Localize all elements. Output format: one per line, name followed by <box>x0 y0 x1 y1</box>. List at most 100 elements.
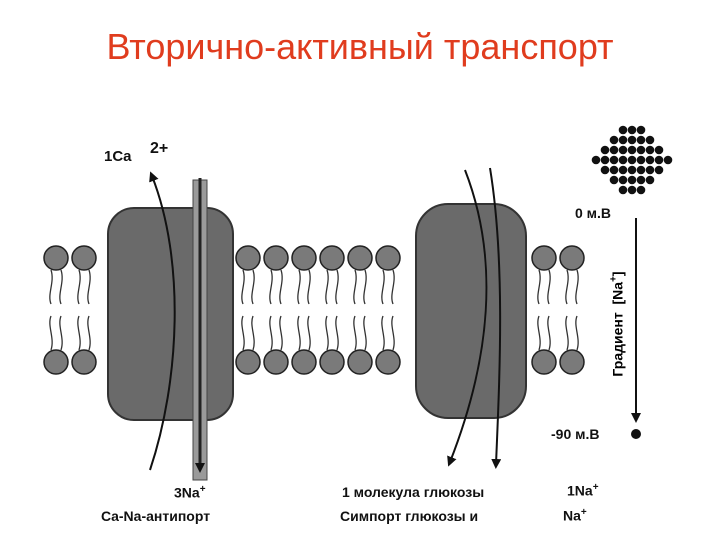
na-ion-dot <box>637 186 646 195</box>
lipid-tail <box>298 270 300 304</box>
lipid-head <box>532 350 556 374</box>
lipid-tail <box>548 316 550 350</box>
na-ion-dot <box>655 146 664 155</box>
na-ion-dot <box>646 156 655 165</box>
na-ion-dot <box>619 126 628 135</box>
lipid-head <box>292 246 316 270</box>
lipid-tail <box>392 316 394 350</box>
na-ion-dot <box>610 156 619 165</box>
gradient-label: Градиент [Na+] <box>609 271 626 376</box>
lipid-tail <box>364 316 366 350</box>
na-ion-dot <box>610 166 619 175</box>
lipid-tail <box>50 316 52 350</box>
lipid-tail <box>566 316 568 350</box>
na-ion-dot <box>610 146 619 155</box>
lipid-tail <box>382 316 384 350</box>
na-ion-dot <box>601 146 610 155</box>
lipid-head <box>292 350 316 374</box>
na-ion-dot <box>628 186 637 195</box>
na-ion-dot <box>628 156 637 165</box>
lipid-tail <box>392 270 394 304</box>
lipid-tail <box>336 270 338 304</box>
lipid-tail <box>538 270 540 304</box>
lipid-tail <box>308 316 310 350</box>
na-ion-dot <box>592 156 601 165</box>
na-ion-dot <box>628 136 637 145</box>
glucose-label: 1 молекула глюкозы <box>342 484 484 500</box>
na-ion-dot <box>637 126 646 135</box>
lipid-head <box>72 246 96 270</box>
lipid-tail <box>60 270 62 304</box>
lipid-tail <box>576 270 578 304</box>
na-ion-dot <box>637 156 646 165</box>
na-ion-dot <box>646 136 655 145</box>
ca-charge: 2+ <box>150 140 168 158</box>
lipid-tail <box>252 270 254 304</box>
na-ion-dot <box>664 156 673 165</box>
na-ion-dot <box>619 156 628 165</box>
lipid-tail <box>548 270 550 304</box>
lipid-tail <box>88 270 90 304</box>
gradient-word: Градиент <box>609 312 625 376</box>
na-ion-dot <box>637 136 646 145</box>
lipid-head <box>44 350 68 374</box>
na-ion-dot <box>619 136 628 145</box>
gradient-close: ] <box>609 271 625 276</box>
na-ion-dot <box>619 186 628 195</box>
lipid-head <box>376 350 400 374</box>
lipid-tail <box>382 270 384 304</box>
lipid-tail <box>60 316 62 350</box>
lipid-tail <box>538 316 540 350</box>
lipid-tail <box>566 270 568 304</box>
na-ion-dot <box>646 146 655 155</box>
lipid-head <box>72 350 96 374</box>
lipid-tail <box>242 270 244 304</box>
lipid-tail <box>336 316 338 350</box>
lipid-tail <box>78 270 80 304</box>
na-ion-dot <box>637 146 646 155</box>
na-ion-dot <box>637 176 646 185</box>
na-3-label: 3Na+ <box>174 484 206 501</box>
lipid-tail <box>364 270 366 304</box>
symport-protein <box>416 204 526 418</box>
gradient-ion-charge: + <box>609 276 620 282</box>
lipid-head <box>320 246 344 270</box>
na-ion-dot <box>619 166 628 175</box>
na-1-text: 1Na <box>567 483 593 499</box>
symport-na-text: Na <box>563 508 581 524</box>
na-ion-dot <box>601 166 610 175</box>
na-ion-dot <box>628 176 637 185</box>
na-ion-dot <box>601 156 610 165</box>
lipid-tail <box>78 316 80 350</box>
na-ion-dot <box>628 146 637 155</box>
na-ion-dot <box>646 176 655 185</box>
lipid-head <box>348 246 372 270</box>
na-ion-dot <box>655 156 664 165</box>
lipid-head <box>44 246 68 270</box>
na-ion-dot <box>619 146 628 155</box>
na-1-charge: + <box>593 482 599 493</box>
ca-label: 1Ca <box>104 148 132 165</box>
na-1-label: 1Na+ <box>567 482 599 499</box>
na-ion-cluster <box>592 126 673 195</box>
symport-na-charge: + <box>581 507 587 518</box>
lipid-head <box>320 350 344 374</box>
na-ion-dot <box>628 126 637 135</box>
gradient-ion: [Na <box>609 282 625 305</box>
lipid-tail <box>326 270 328 304</box>
lipid-tail <box>308 270 310 304</box>
potential-top-label: 0 м.В <box>575 205 611 221</box>
na-ion-dot <box>628 166 637 175</box>
antiport-protein <box>108 208 233 420</box>
lipid-tail <box>280 270 282 304</box>
lipid-tail <box>280 316 282 350</box>
lipid-head <box>532 246 556 270</box>
lipid-tail <box>298 316 300 350</box>
lipid-head <box>560 350 584 374</box>
lipid-tail <box>354 270 356 304</box>
na-ion-dot <box>619 176 628 185</box>
potential-bottom-label: -90 м.В <box>551 426 599 442</box>
na-ion-dot <box>610 136 619 145</box>
na-ion-dot <box>637 166 646 175</box>
